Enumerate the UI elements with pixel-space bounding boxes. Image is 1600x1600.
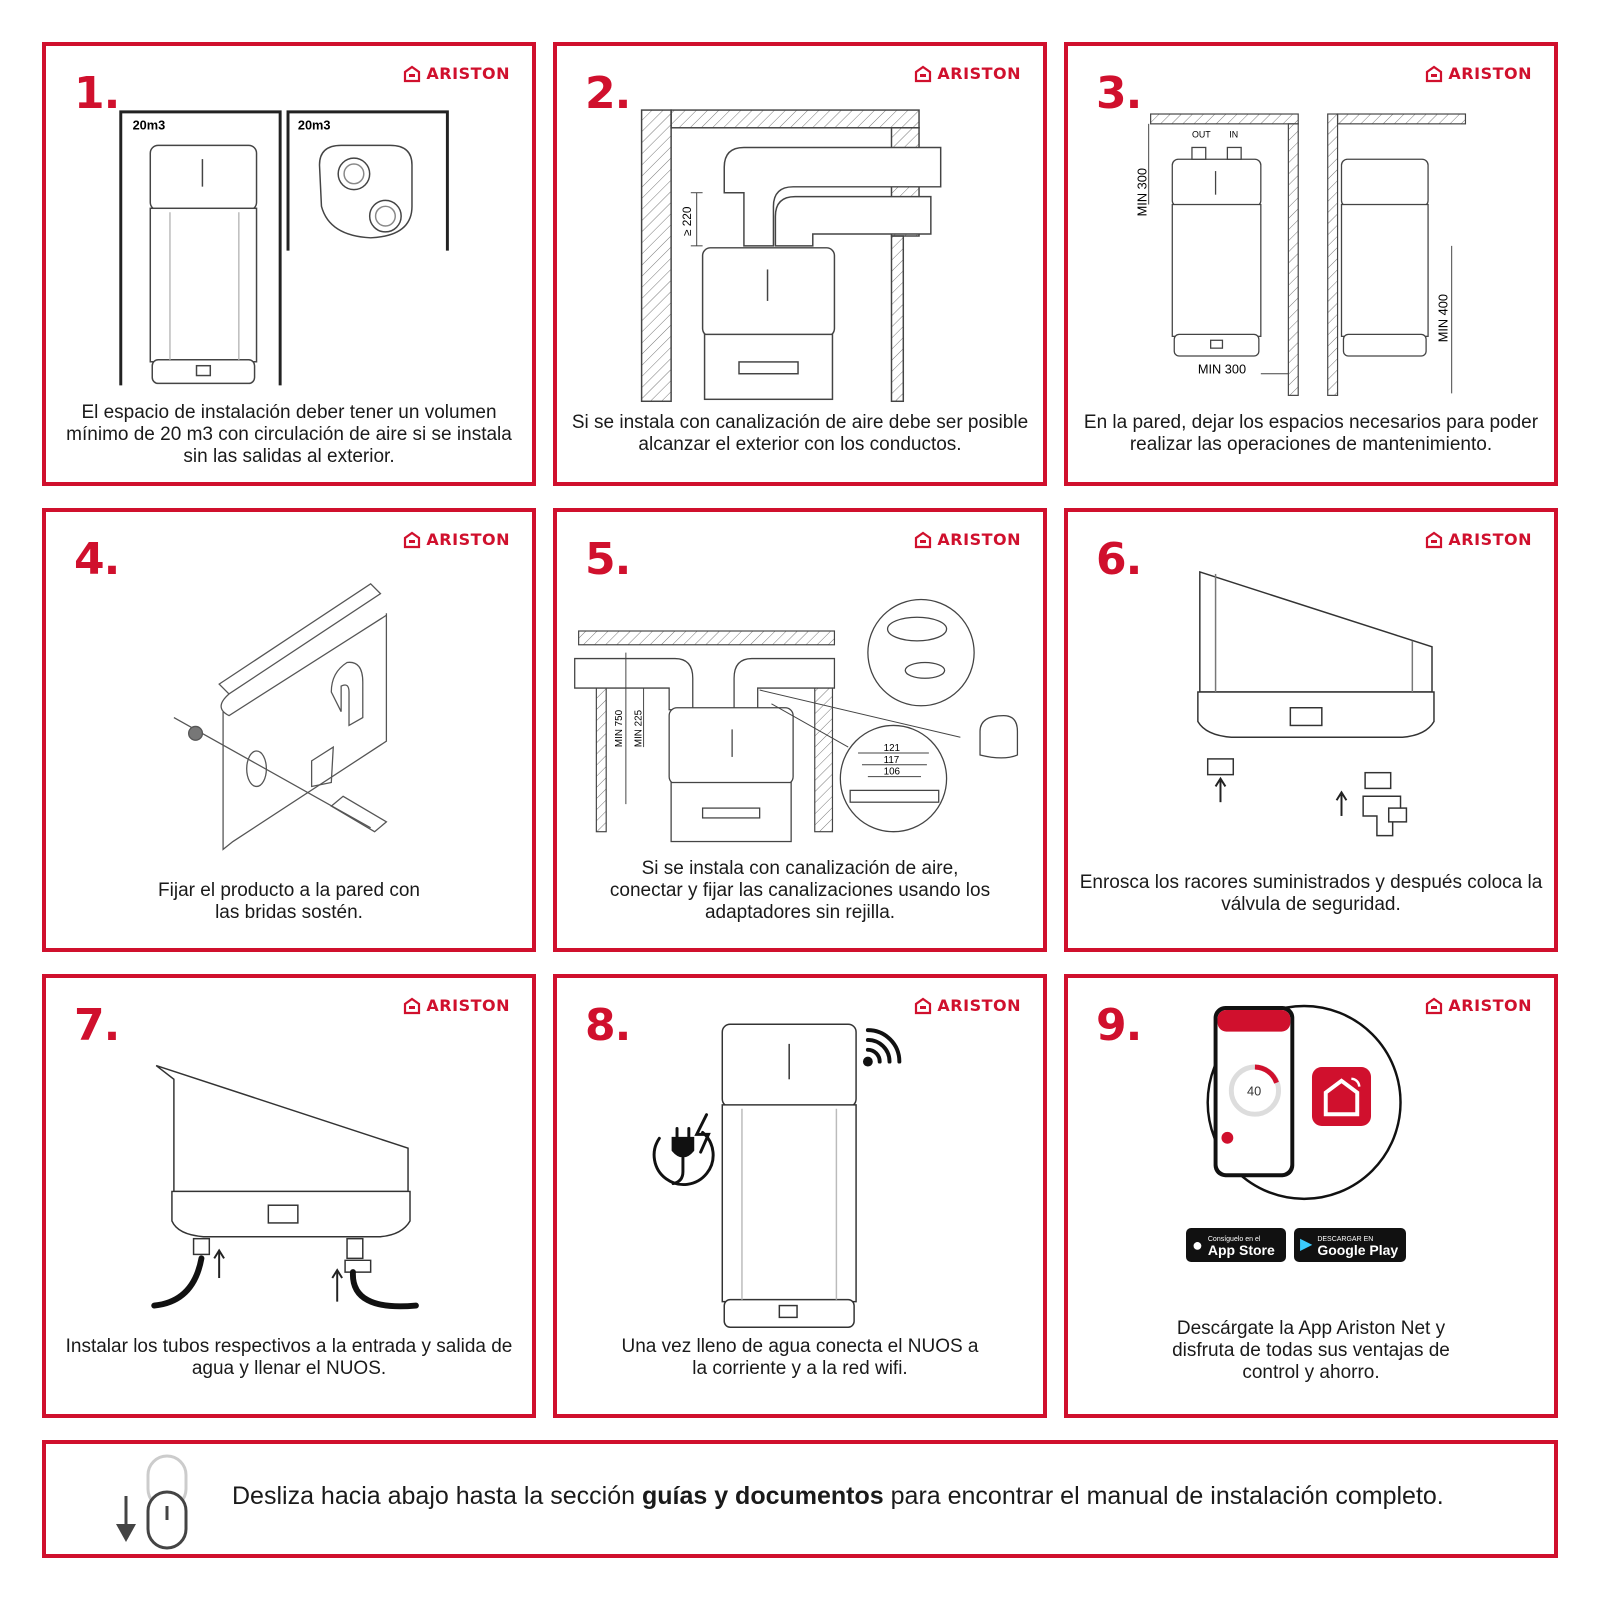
- app-store-big-text: App Store: [1207, 1242, 1275, 1258]
- step-caption: Si se instala con canalización de aire d…: [571, 412, 1029, 455]
- power-wifi-illustration: [652, 1023, 902, 1328]
- phone-temperature: 40: [1247, 1084, 1261, 1099]
- step-caption: Si se instala con canalización de aire, …: [609, 858, 991, 923]
- play-icon: ▶: [1300, 1236, 1313, 1253]
- footer-text: Desliza hacia abajo hasta la sección guí…: [232, 1482, 1444, 1511]
- water-pipes-illustration: [151, 1064, 419, 1310]
- step-number: 7.: [74, 1000, 120, 1051]
- step-card-2: 2. ARISTON ≥ 220 Si se instala con canal…: [553, 42, 1047, 486]
- brand-name: ARISTON: [426, 530, 510, 549]
- step-card-3: 3. ARISTON OUT IN MIN 300 MIN 300 MIN 40…: [1064, 42, 1558, 486]
- step-caption: En la pared, dejar los espacios necesari…: [1083, 412, 1539, 455]
- brand-name: ARISTON: [937, 530, 1021, 549]
- brand-name: ARISTON: [1448, 64, 1532, 83]
- ariston-logo: ARISTON: [1425, 996, 1532, 1015]
- maintenance-clearance-illustration: OUT IN MIN 300 MIN 300 MIN 400: [1135, 113, 1467, 396]
- step-number: 8.: [585, 1000, 631, 1051]
- ariston-logo: ARISTON: [1425, 64, 1532, 83]
- room-b-label: 20m3: [298, 118, 331, 133]
- ariston-logo: ARISTON: [1425, 530, 1532, 549]
- step-card-9: 9. ARISTON 40 ● Consíguelo en el App Sto…: [1064, 974, 1558, 1418]
- min-side-label: MIN 300: [1198, 362, 1246, 377]
- brand-name: ARISTON: [1448, 996, 1532, 1015]
- room-volume-illustration: 20m3 20m3: [119, 110, 449, 386]
- top-view-icon: [318, 144, 413, 239]
- step-caption: El espacio de instalación deber tener un…: [66, 402, 512, 467]
- step-number: 6.: [1096, 534, 1142, 585]
- house-icon: [1426, 65, 1443, 82]
- clearance-label: ≥ 220: [680, 206, 694, 236]
- brand-name: ARISTON: [426, 64, 510, 83]
- ariston-logo: ARISTON: [914, 64, 1021, 83]
- step-number: 5.: [585, 534, 631, 585]
- step-caption: Una vez lleno de agua conecta el NUOS a …: [621, 1336, 979, 1379]
- min-bottom-label: MIN 400: [1436, 294, 1451, 342]
- ariston-net-app-icon: [1311, 1067, 1372, 1127]
- step-number: 1.: [74, 68, 120, 119]
- house-icon: [915, 531, 932, 548]
- step-number: 2.: [585, 68, 631, 119]
- house-icon: [1426, 531, 1443, 548]
- step-caption: Fijar el producto a la pared con las bri…: [158, 880, 420, 923]
- adapter-installation-illustration: MIN 750 MIN 225 121 117 106: [574, 598, 1019, 843]
- footer-banner: Desliza hacia abajo hasta la sección guí…: [42, 1440, 1558, 1558]
- google-play-badge[interactable]: ▶ DESCARGAR EN Google Play: [1294, 1228, 1406, 1262]
- footer-link-guides: guías y documentos: [641, 1482, 884, 1510]
- step-caption: Descárgate la App Ariston Net y disfruta…: [1172, 1318, 1450, 1383]
- house-icon: [404, 997, 421, 1014]
- dim-106: 106: [884, 767, 901, 778]
- house-icon: [915, 65, 932, 82]
- min-top-label: MIN 300: [1135, 168, 1150, 216]
- brand-name: ARISTON: [937, 996, 1021, 1015]
- water-heater-icon: [149, 144, 258, 385]
- step-card-1: 1. ARISTON 20m3 20m3 El espacio de insta…: [42, 42, 536, 486]
- step-caption: Enrosca los racores suministrados y desp…: [1079, 872, 1543, 915]
- power-plug-icon: [652, 1113, 715, 1186]
- brand-name: ARISTON: [937, 64, 1021, 83]
- step-number: 9.: [1096, 1000, 1142, 1051]
- google-play-big-text: Google Play: [1317, 1242, 1399, 1258]
- house-icon: [915, 997, 932, 1014]
- house-icon: [404, 531, 421, 548]
- wall-bracket-illustration: [173, 582, 388, 851]
- footer-text-before: Desliza hacia abajo hasta la sección: [232, 1482, 642, 1510]
- step-number: 4.: [74, 534, 120, 585]
- step-number: 3.: [1096, 68, 1142, 119]
- apple-icon: ●: [1192, 1235, 1203, 1255]
- min-750-label: MIN 750: [614, 709, 625, 747]
- duct-installation-illustration: ≥ 220: [640, 109, 942, 403]
- scroll-down-icon: [116, 1454, 188, 1550]
- step-card-6: 6. ARISTON Enrosca los racores suministr…: [1064, 508, 1558, 952]
- dim-121: 121: [884, 743, 900, 754]
- min-225-label: MIN 225: [634, 709, 645, 747]
- house-icon: [404, 65, 421, 82]
- google-play-small-text: DESCARGAR EN: [1317, 1236, 1374, 1243]
- ariston-logo: ARISTON: [914, 530, 1021, 549]
- app-store-small-text: Consíguelo en el: [1207, 1236, 1261, 1243]
- fittings-valve-illustration: [1197, 570, 1435, 837]
- step-card-7: 7. ARISTON Instalar los tubos respectivo…: [42, 974, 536, 1418]
- water-heater-icon: [721, 1023, 857, 1328]
- step-card-5: 5. ARISTON MIN 750: [553, 508, 1047, 952]
- ariston-logo: ARISTON: [403, 530, 510, 549]
- footer-text-after: para encontrar el manual de instalación …: [883, 1482, 1444, 1510]
- step-card-8: 8. ARISTON Una vez lleno de agua co: [553, 974, 1047, 1418]
- brand-name: ARISTON: [426, 996, 510, 1015]
- ariston-logo: ARISTON: [914, 996, 1021, 1015]
- app-store-badge[interactable]: ● Consíguelo en el App Store: [1186, 1228, 1286, 1262]
- step-card-4: 4. ARISTON Fijar el producto a la pared …: [42, 508, 536, 952]
- in-label: IN: [1229, 130, 1238, 140]
- wifi-icon: [862, 1028, 902, 1067]
- app-illustration: 40: [1206, 1004, 1402, 1201]
- room-a-label: 20m3: [133, 118, 166, 133]
- dim-117: 117: [884, 755, 900, 766]
- smartphone-icon: 40: [1213, 1006, 1295, 1178]
- out-label: OUT: [1192, 130, 1211, 140]
- ariston-logo: ARISTON: [403, 64, 510, 83]
- brand-name: ARISTON: [1448, 530, 1532, 549]
- step-caption: Instalar los tubos respectivos a la entr…: [65, 1336, 513, 1379]
- house-icon: [1426, 997, 1443, 1014]
- ariston-logo: ARISTON: [403, 996, 510, 1015]
